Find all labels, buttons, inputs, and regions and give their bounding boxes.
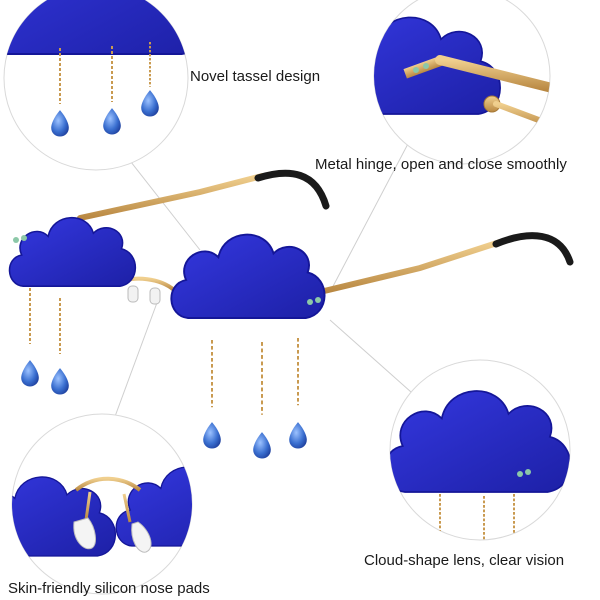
callout-nose-pads — [11, 413, 193, 595]
nose-pad-right — [149, 287, 161, 305]
hinge-stud — [21, 235, 27, 241]
hinge-stud — [307, 299, 313, 305]
lens-right — [170, 233, 326, 319]
caption-cloud-lens: Cloud-shape lens, clear vision — [364, 552, 565, 569]
callout-lens — [389, 359, 571, 541]
temple-back — [77, 173, 265, 221]
tassel — [289, 336, 307, 449]
tassel — [253, 340, 271, 459]
hinge-stud — [315, 297, 321, 303]
tassel — [203, 338, 221, 449]
temple-tip-back — [254, 169, 330, 210]
temple-tip-front — [492, 232, 574, 266]
callout-hinge — [373, 0, 551, 165]
caption-nose-pads: Skin-friendly silicon nose pads — [8, 580, 210, 597]
nose-pad-left — [127, 285, 139, 303]
nose-pad-icon — [131, 521, 152, 553]
nose-pad-icon — [73, 517, 96, 550]
temple-front — [317, 239, 503, 295]
caption-metal-hinge: Metal hinge, open and close smoothly — [315, 156, 567, 173]
lens-left — [8, 216, 137, 287]
tassel — [21, 287, 39, 387]
glasses — [8, 169, 574, 459]
tassel — [51, 297, 69, 395]
hinge-stud — [13, 237, 19, 243]
callout-tassel — [3, 0, 189, 171]
caption-tassel-design: Novel tassel design — [190, 68, 321, 85]
